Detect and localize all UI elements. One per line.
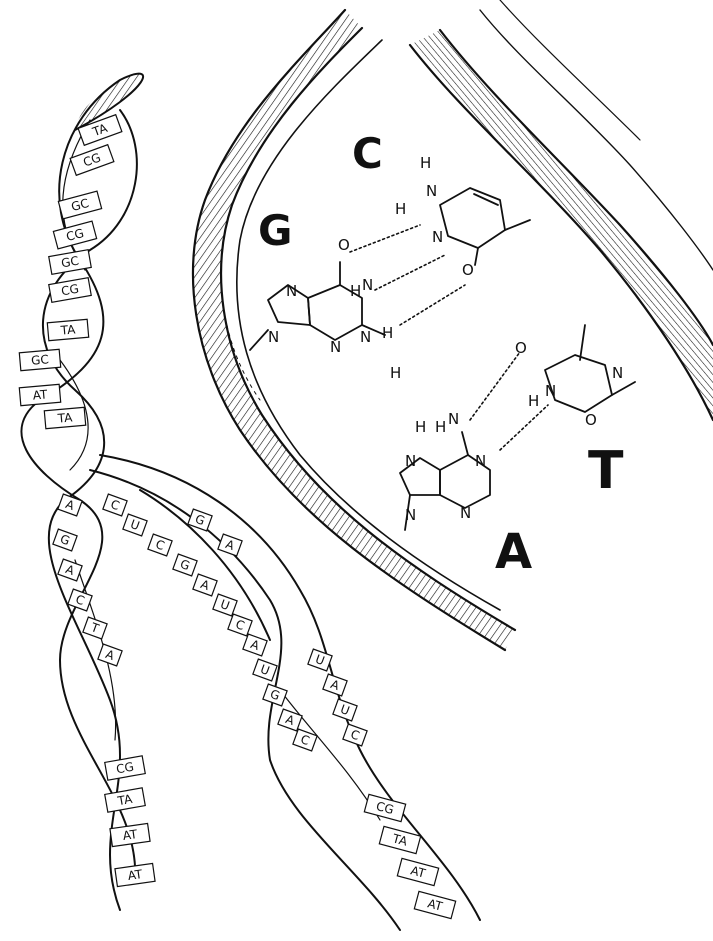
atom-h: H: [382, 324, 393, 342]
zoomed-backbone: [193, 0, 713, 650]
atom-o: O: [462, 261, 474, 279]
base-pair-letters: GC: [31, 352, 50, 367]
single-strand-base: U: [308, 649, 332, 671]
single-strand-base: G: [263, 684, 287, 706]
single-strand-base: A: [278, 709, 302, 731]
base-pair-rung: CG: [70, 145, 114, 176]
atom-n: N: [426, 182, 437, 200]
single-strand-base: A: [58, 494, 82, 516]
cytosine-label: C: [352, 129, 383, 178]
single-strand-base: A: [323, 674, 347, 696]
single-strand: [140, 490, 270, 640]
single-strand-base: C: [228, 614, 252, 636]
atom-n: N: [612, 364, 623, 382]
atom-n: N: [475, 452, 486, 470]
base-pair-rung: AT: [414, 891, 455, 918]
atom-n: N: [448, 410, 459, 428]
base-pair-rung: CG: [49, 278, 92, 303]
base-pair-rung: CG: [105, 756, 146, 780]
atom-o: O: [338, 236, 350, 254]
single-strand-base: C: [68, 589, 92, 611]
single-strand-base: G: [173, 554, 197, 576]
single-strand-base: A: [58, 559, 82, 581]
atom-n: N: [330, 338, 341, 356]
single-strand-base: C: [343, 724, 367, 746]
base-pair-rung: AT: [110, 823, 150, 846]
atom-n: N: [545, 382, 556, 400]
single-strand-base: A: [243, 634, 267, 656]
atom-n: N: [405, 452, 416, 470]
single-strand-base: C: [103, 494, 127, 516]
base-pair-rung: GC: [49, 250, 92, 275]
base-pair-rung: TA: [44, 407, 85, 428]
base-pair-rung: AT: [115, 863, 155, 886]
single-strand-base: U: [123, 514, 147, 536]
base-pair-rung: AT: [19, 384, 60, 405]
single-strand-base: A: [193, 574, 217, 596]
atom-h: H: [528, 392, 539, 410]
single-strand-base: A: [98, 644, 122, 666]
atom-o: O: [515, 339, 527, 357]
atom-h: H: [415, 418, 426, 436]
base-pair-rung: AT: [397, 858, 438, 885]
base-pair-rung: GC: [19, 349, 60, 370]
single-strand-base: C: [148, 534, 172, 556]
single-strand-base: U: [333, 699, 357, 721]
single-strand-base: T: [83, 617, 107, 639]
single-strand-base: U: [253, 659, 277, 681]
base-pair-rung: TA: [47, 319, 88, 340]
base-pair-letters: AT: [127, 867, 144, 883]
atom-n: N: [360, 328, 371, 346]
base-pair-rungs-lower: CG TA AT AT CG TA AT AT: [105, 756, 456, 919]
atom-n: N: [268, 328, 279, 346]
base-pair-letters: AT: [122, 827, 139, 843]
atom-n: N: [362, 276, 373, 294]
atom-n: N: [405, 506, 416, 524]
single-strand-base: G: [53, 529, 77, 551]
base-pair-rung: TA: [379, 826, 420, 853]
atom-n: N: [432, 228, 443, 246]
base-pair-letters: TA: [59, 322, 77, 337]
atom-h: H: [350, 282, 361, 300]
atom-h: H: [435, 418, 446, 436]
atom-n: N: [460, 504, 471, 522]
base-pair-rung: CG: [53, 221, 96, 249]
atom-n: N: [286, 282, 297, 300]
base-pair-rung: CG: [364, 794, 405, 821]
atom-o: O: [585, 411, 597, 429]
atom-h: H: [420, 154, 431, 172]
single-strand-base: U: [213, 594, 237, 616]
base-pair-letters: TA: [56, 410, 74, 425]
atom-h: H: [390, 364, 401, 382]
base-pair-letters: TA: [116, 792, 135, 809]
single-strand-base: A: [218, 534, 242, 556]
adenine-label: A: [495, 524, 532, 580]
atom-h: H: [395, 200, 406, 218]
base-pair-rung: GC: [58, 191, 101, 219]
guanine-label: G: [258, 206, 292, 255]
thymine-label: T: [588, 441, 624, 501]
base-pair-letters: AT: [32, 387, 48, 402]
